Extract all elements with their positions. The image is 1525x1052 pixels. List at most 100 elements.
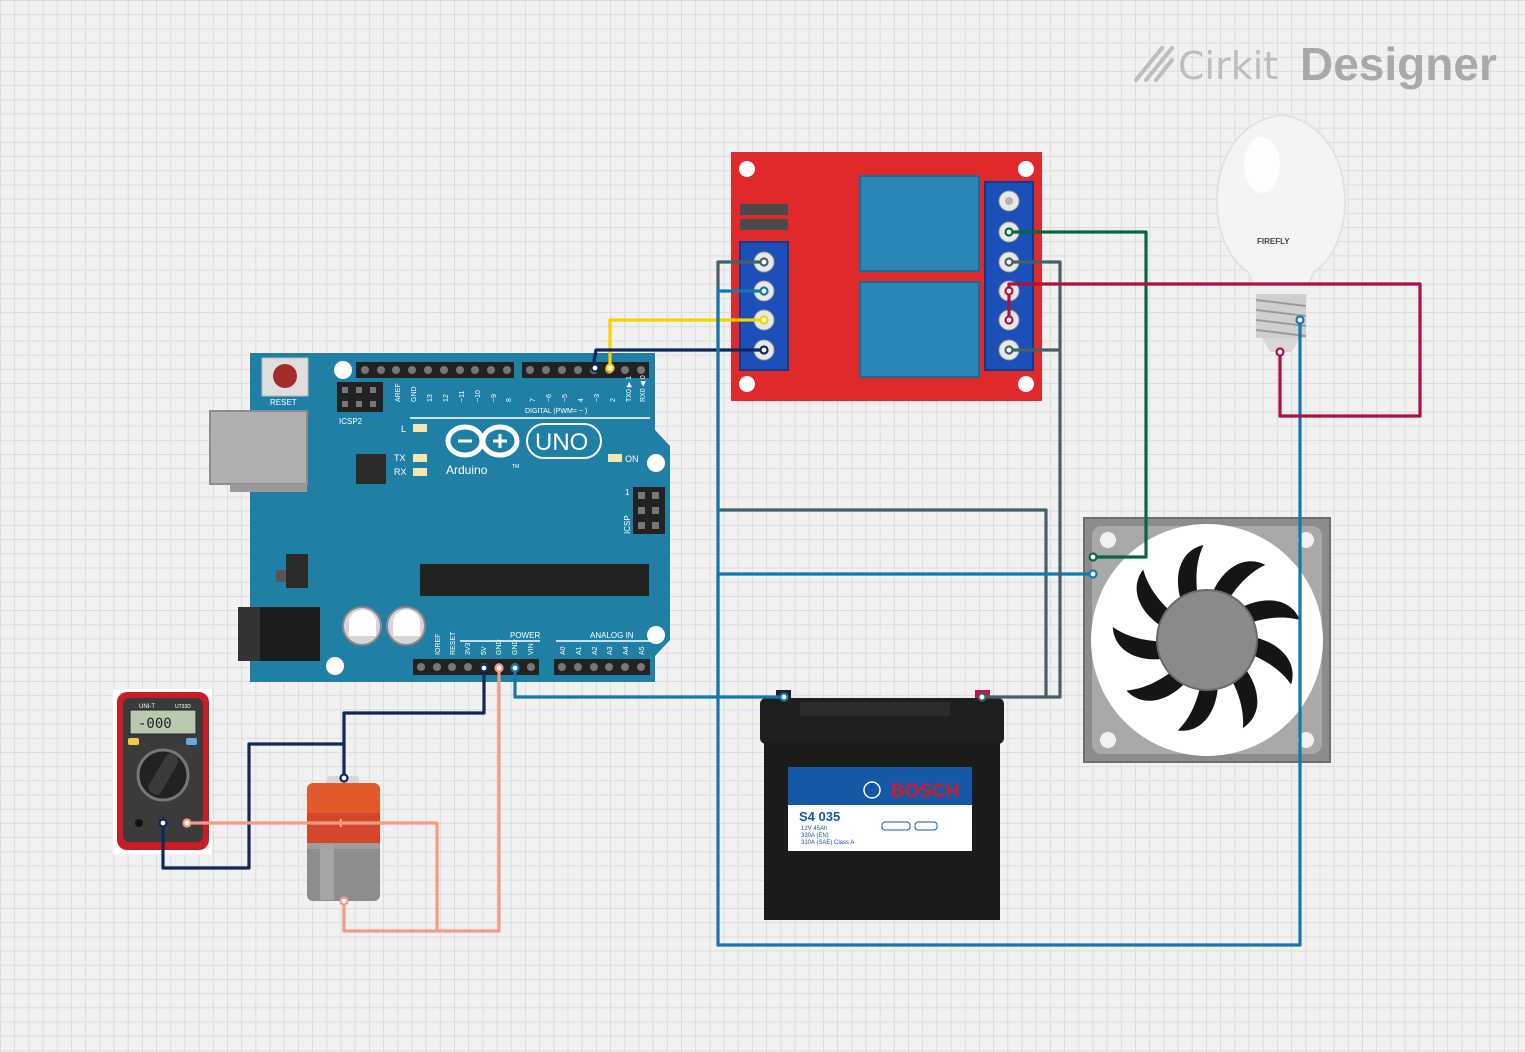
usb-chip bbox=[356, 454, 386, 484]
relay-mount-hole bbox=[1018, 161, 1034, 177]
header-pin[interactable] bbox=[456, 366, 464, 374]
wire-5v-navy[interactable] bbox=[342, 666, 486, 780]
wire-endpoint[interactable] bbox=[759, 315, 769, 325]
header-pin[interactable] bbox=[377, 366, 385, 374]
relay-module[interactable] bbox=[731, 152, 1042, 401]
wire-endpoint[interactable] bbox=[1004, 257, 1014, 267]
probe-jack-a[interactable] bbox=[135, 819, 143, 827]
wire-relay-gnd-blue[interactable] bbox=[716, 289, 1302, 947]
wire-endpoint[interactable] bbox=[182, 818, 192, 828]
header-pin[interactable] bbox=[558, 366, 566, 374]
arduino-logo-text: Arduino bbox=[446, 463, 488, 477]
header-pin[interactable] bbox=[621, 663, 629, 671]
relay-block-2 bbox=[859, 281, 980, 378]
wire-endpoint[interactable] bbox=[339, 896, 349, 906]
wire-relay-com-green[interactable] bbox=[1007, 230, 1148, 559]
reset-button-cap[interactable] bbox=[273, 364, 297, 388]
multimeter-button[interactable] bbox=[186, 738, 197, 745]
on-label: ON bbox=[625, 454, 639, 464]
header-pin[interactable] bbox=[621, 366, 629, 374]
uno-model: UNO bbox=[535, 429, 588, 456]
wire-endpoint[interactable] bbox=[1295, 315, 1305, 325]
header-pin[interactable] bbox=[464, 663, 472, 671]
analog-label: ANALOG IN bbox=[590, 631, 634, 640]
header-pin[interactable] bbox=[487, 366, 495, 374]
voltage-regulator bbox=[286, 554, 308, 588]
wire-relay-no-teal[interactable] bbox=[1007, 260, 1062, 699]
header-pin[interactable] bbox=[527, 663, 535, 671]
header-pin[interactable] bbox=[558, 663, 566, 671]
digital-pin-label: ~9 bbox=[491, 394, 498, 402]
icsp-pin1-label: 1 bbox=[625, 488, 630, 497]
voltage-regulator-leg bbox=[276, 570, 286, 582]
arduino-mount-hole bbox=[326, 657, 344, 675]
wire-endpoint[interactable] bbox=[1004, 227, 1014, 237]
header-pin[interactable] bbox=[408, 366, 416, 374]
multimeter-dial-knob[interactable] bbox=[146, 752, 180, 797]
wire-endpoint[interactable] bbox=[759, 257, 769, 267]
wire-endpoint[interactable] bbox=[977, 692, 987, 702]
wire-endpoint[interactable] bbox=[779, 692, 789, 702]
header-pin[interactable] bbox=[471, 366, 479, 374]
car-battery[interactable]: BOSCH S4 035 12V 45Ah 330A (EN) 310A (SA… bbox=[760, 690, 1004, 920]
digital-pin-label: 2 bbox=[610, 398, 617, 402]
cooling-fan[interactable] bbox=[1083, 517, 1331, 763]
wire-endpoint[interactable] bbox=[510, 663, 520, 673]
wire-endpoint[interactable] bbox=[605, 363, 615, 373]
wire-relay-bulb-crimson[interactable] bbox=[1007, 282, 1422, 418]
header-pin[interactable] bbox=[574, 663, 582, 671]
wire-relay-in-navy[interactable] bbox=[591, 348, 766, 370]
wire-endpoint[interactable] bbox=[158, 818, 168, 828]
wire-endpoint[interactable] bbox=[494, 663, 504, 673]
wire-endpoint[interactable] bbox=[1004, 286, 1014, 296]
wire-endpoint[interactable] bbox=[339, 773, 349, 783]
header-pin[interactable] bbox=[503, 366, 511, 374]
led-on bbox=[608, 454, 622, 462]
header-pin[interactable] bbox=[526, 366, 534, 374]
multimeter-button[interactable] bbox=[128, 738, 139, 745]
wire-endpoint[interactable] bbox=[1004, 345, 1014, 355]
wire-endpoint[interactable] bbox=[479, 663, 489, 673]
header-pin[interactable] bbox=[637, 366, 645, 374]
wire-relay-in1-yellow[interactable] bbox=[608, 318, 766, 370]
digital-label: DIGITAL (PWM= ~ ) bbox=[525, 408, 587, 415]
header-pin[interactable] bbox=[417, 663, 425, 671]
header-pin[interactable] bbox=[424, 366, 432, 374]
header-pin[interactable] bbox=[605, 663, 613, 671]
wire-battery-fan-blue[interactable] bbox=[716, 572, 1095, 699]
wire-endpoint[interactable] bbox=[1004, 315, 1014, 325]
uno-badge bbox=[526, 423, 602, 459]
header-pin[interactable] bbox=[574, 366, 582, 374]
wire-endpoint[interactable] bbox=[1088, 569, 1098, 579]
wire-endpoint[interactable] bbox=[759, 286, 769, 296]
power-pin-label: IOREF bbox=[435, 634, 442, 655]
led-rx-label: RX bbox=[394, 467, 407, 477]
wire-endpoint[interactable] bbox=[1275, 347, 1285, 357]
header-pin[interactable] bbox=[542, 366, 550, 374]
wire-endpoint[interactable] bbox=[759, 345, 769, 355]
digital-pin-label: ~5 bbox=[562, 394, 569, 402]
header-pin[interactable] bbox=[361, 366, 369, 374]
header-pin[interactable] bbox=[392, 366, 400, 374]
header-pin[interactable] bbox=[440, 366, 448, 374]
header-pin[interactable] bbox=[637, 663, 645, 671]
aa-battery[interactable]: + bbox=[307, 776, 380, 901]
header-pin[interactable] bbox=[590, 663, 598, 671]
light-bulb[interactable]: FIREFLY bbox=[1215, 113, 1347, 352]
led-l bbox=[413, 424, 427, 432]
battery-model: S4 035 bbox=[799, 809, 840, 824]
wire-relay-vcc-teal[interactable] bbox=[716, 260, 1048, 699]
wire-multimeter-com-navy[interactable] bbox=[161, 742, 346, 870]
wire-arduino-gnd-salmon[interactable] bbox=[435, 666, 501, 933]
multimeter-reading: -000 bbox=[138, 716, 172, 732]
wire-endpoint[interactable] bbox=[590, 363, 600, 373]
header-pin[interactable] bbox=[433, 663, 441, 671]
battery-bottom-gray bbox=[307, 843, 380, 901]
wire-arduino-gnd-blue[interactable] bbox=[513, 666, 786, 699]
power-pin-label: GND bbox=[512, 639, 519, 655]
wire-endpoint[interactable] bbox=[1088, 552, 1098, 562]
header-pin[interactable] bbox=[448, 663, 456, 671]
battery-spec-1: 12V 45Ah bbox=[801, 826, 827, 832]
